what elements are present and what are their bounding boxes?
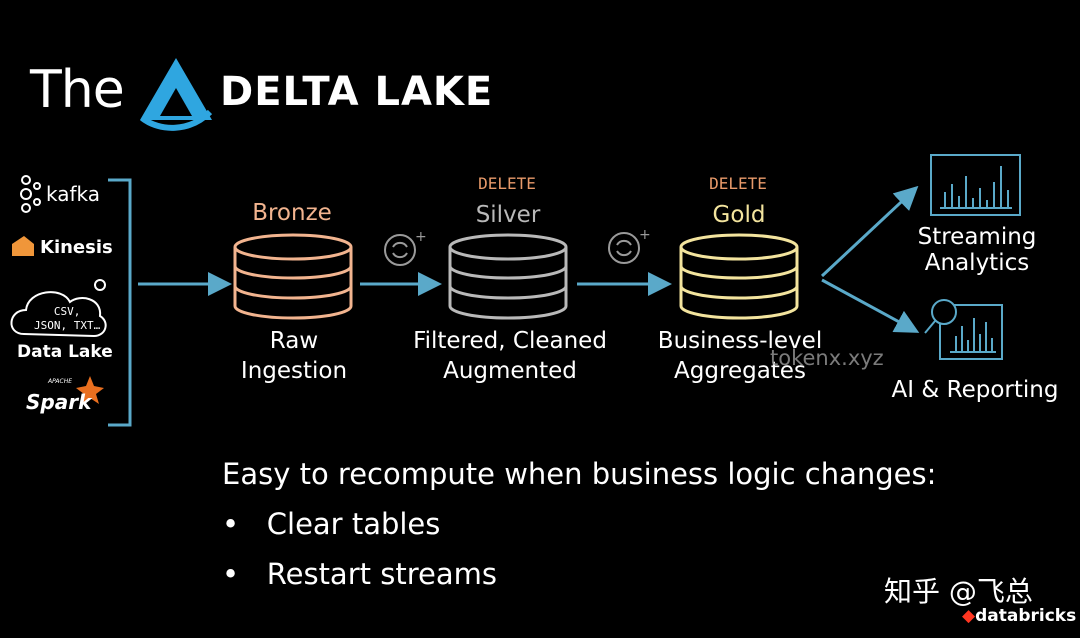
- source-file-types: CSV, JSON, TXT…: [34, 305, 101, 332]
- zhihu-watermark: 知乎 @飞总: [884, 575, 1033, 608]
- sources-bracket: [108, 178, 132, 427]
- bronze-database-icon: [233, 233, 353, 320]
- silver-tier-title: Silver: [475, 202, 541, 228]
- delta-logo-icon: [140, 58, 213, 131]
- source-spark-label: Spark: [26, 390, 92, 414]
- source-kafka-label: kafka: [46, 182, 101, 206]
- bullet-text: Clear tables: [266, 507, 441, 541]
- source-spark-superscript: APACHE: [48, 378, 73, 385]
- refresh-icon: +: [384, 229, 427, 266]
- bar-chart-icon: [930, 154, 1021, 216]
- silver-tier-description: Filtered, Cleaned Augmented: [413, 328, 607, 384]
- streaming-analytics-label: Streaming Analytics: [917, 224, 1037, 276]
- silver-database-icon: [448, 233, 568, 320]
- svg-text:+: +: [639, 227, 651, 243]
- spark-star-icon: [76, 376, 104, 404]
- bronze-tier-description: Raw Ingestion: [240, 328, 348, 384]
- gold-tier-title: Gold: [712, 202, 766, 228]
- svg-text:+: +: [415, 229, 427, 245]
- databricks-watermark: ◆databricks: [962, 606, 1077, 626]
- ai-reporting-label: AI & Reporting: [891, 377, 1059, 403]
- bullet-text: Restart streams: [266, 557, 497, 591]
- silver-delete-label: DELETE: [478, 174, 536, 193]
- databricks-logo-icon: ◆: [962, 606, 976, 626]
- site-watermark: tokenx.xyz: [770, 346, 884, 370]
- gold-database-icon: [679, 233, 799, 320]
- gold-delete-label: DELETE: [709, 174, 767, 193]
- source-kinesis-label: Kinesis: [40, 237, 113, 258]
- magnifier-chart-icon: [924, 299, 1003, 360]
- title-prefix: The: [30, 60, 125, 120]
- arrow-gold-ai: [821, 278, 920, 333]
- kafka-icon: [20, 175, 41, 213]
- refresh-icon: +: [608, 227, 651, 264]
- recompute-heading: Easy to recompute when business logic ch…: [222, 457, 937, 491]
- cloud-icon: [10, 279, 107, 338]
- source-data-lake-label: Data Lake: [17, 342, 113, 362]
- bronze-tier-title: Bronze: [252, 200, 332, 226]
- bullet-item: • Clear tables: [222, 507, 441, 541]
- gold-tier-description: Business-level Aggregates: [657, 328, 823, 384]
- title-brand: DELTA LAKE: [220, 69, 494, 115]
- arrow-gold-streaming: [820, 185, 919, 278]
- kinesis-icon: [12, 236, 34, 256]
- bullet-item: • Restart streams: [222, 557, 497, 591]
